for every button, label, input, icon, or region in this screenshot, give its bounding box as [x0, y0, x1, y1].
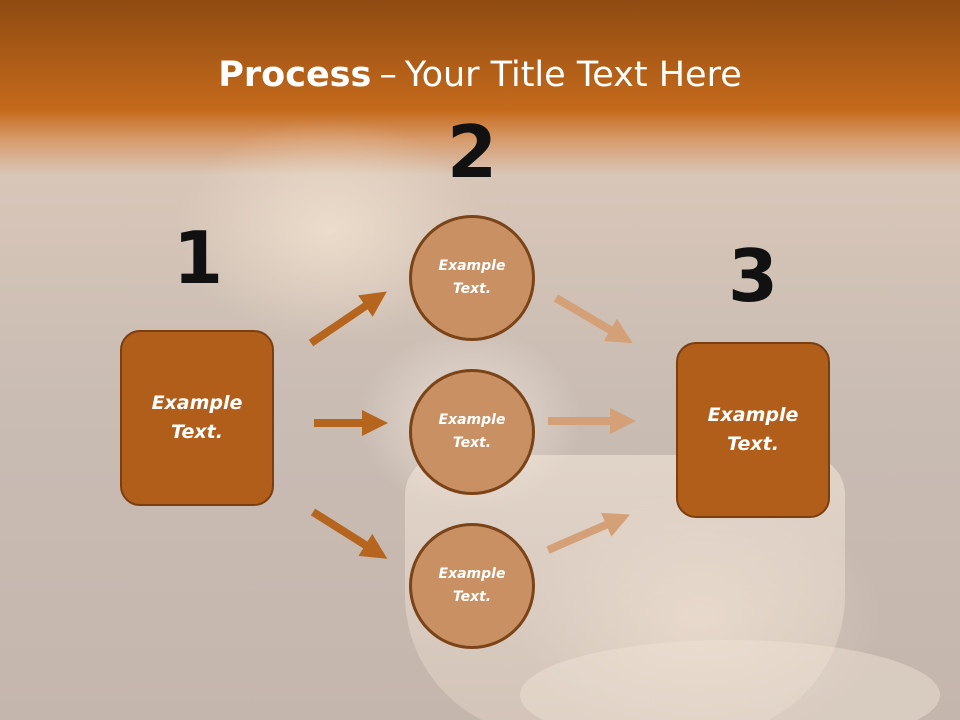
arrow-1-to-bottom-icon — [310, 508, 388, 559]
step-number-3: 3 — [727, 234, 779, 318]
step-3-text: Example Text. — [707, 404, 799, 455]
step-number-1: 1 — [172, 216, 224, 300]
arrow-top-to-3-icon — [553, 294, 633, 344]
title-rest: Your Title Text Here — [404, 55, 742, 95]
step-number-2: 2 — [446, 110, 498, 194]
circle-bottom[interactable]: Example Text. — [409, 523, 535, 649]
circle-top[interactable]: Example Text. — [409, 215, 535, 341]
saucer-image — [520, 640, 940, 720]
step-1-text: Example Text. — [151, 392, 243, 443]
circle-middle-text: Example Text. — [438, 412, 506, 451]
arrow-bottom-to-3-icon — [546, 512, 631, 554]
step-3-box[interactable]: Example Text. — [676, 342, 830, 518]
arrow-1-to-top-icon — [308, 291, 387, 347]
circle-middle[interactable]: Example Text. — [409, 369, 535, 495]
circle-bottom-text: Example Text. — [438, 566, 506, 605]
slide-title: Process–Your Title Text Here — [0, 52, 960, 98]
title-bold: Process — [218, 55, 372, 95]
step-1-box[interactable]: Example Text. — [120, 330, 274, 506]
title-separator: – — [379, 55, 397, 95]
circle-top-text: Example Text. — [438, 258, 506, 297]
